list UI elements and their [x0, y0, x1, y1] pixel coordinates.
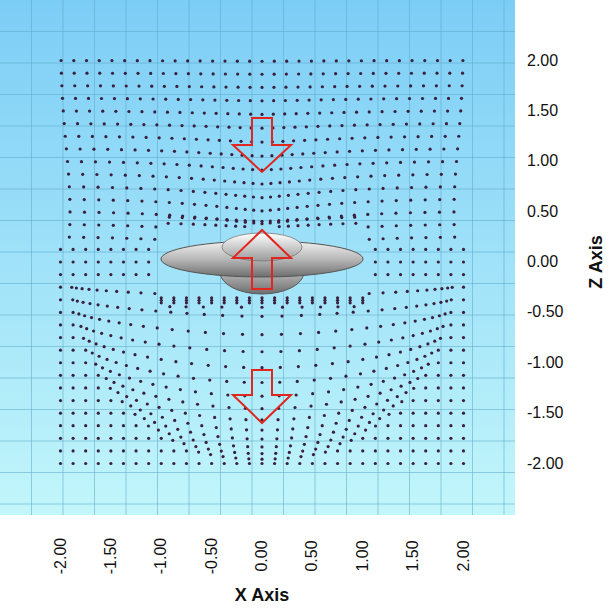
tick-label: -2.00	[53, 538, 69, 574]
grid-lines	[0, 0, 515, 515]
tick-label: -0.50	[527, 304, 563, 320]
tick-label: -1.50	[103, 538, 119, 574]
plot-background	[0, 0, 515, 515]
tick-label: 0.00	[527, 254, 558, 270]
force-arrows	[233, 118, 291, 423]
tick-label: -1.50	[527, 405, 563, 421]
tick-label: 1.00	[527, 153, 558, 169]
particle-dots	[59, 59, 465, 465]
tick-label: -0.50	[204, 538, 220, 574]
tick-label: 2.00	[456, 540, 472, 571]
axis-title: Z Axis	[587, 235, 605, 288]
tick-label: 1.50	[405, 540, 421, 571]
tick-label: 0.50	[304, 540, 320, 571]
tick-label: -2.00	[527, 456, 563, 472]
tick-label: -1.00	[153, 538, 169, 574]
disc-body	[161, 233, 363, 294]
tick-label: 1.00	[355, 540, 371, 571]
axis-title: X Axis	[235, 586, 289, 604]
tick-label: -1.00	[527, 355, 563, 371]
tick-label: 0.50	[527, 204, 558, 220]
tick-label: 2.00	[527, 53, 558, 69]
tick-label: 0.00	[254, 540, 270, 571]
tick-label: 1.50	[527, 103, 558, 119]
